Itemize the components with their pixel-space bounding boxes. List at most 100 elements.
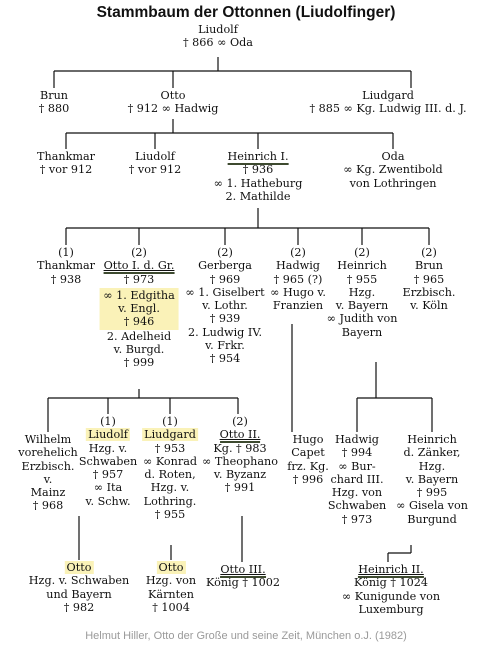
person-dates: † 955: [154, 508, 186, 522]
person-dates: † 968: [32, 499, 64, 513]
ruler-name-wrap: Otto I. d. Gr.: [103, 259, 175, 275]
person-name: Liudolf: [198, 23, 238, 36]
person-dates: † 946: [123, 315, 155, 329]
person-marriage: ∞ Bur-: [338, 459, 376, 473]
person-dates: † 955: [346, 272, 378, 286]
person-name: Gerberga: [198, 259, 252, 273]
person-oda: Oda ∞ Kg. Zwentibold von Lothringen: [343, 150, 442, 190]
person-dates: † 880: [38, 102, 70, 116]
person-dates: † vor 912: [128, 163, 182, 177]
person-dates: König † 1024: [354, 576, 428, 590]
person-marriage: 2. Mathilde: [225, 189, 291, 203]
person-liudolf-schwaben: (1) Liudolf Hzg. v. Schwaben † 957 ∞ Ita…: [79, 415, 137, 508]
source-credit: Helmut Hiller, Otto der Große und seine …: [85, 630, 407, 642]
person-name: Otto I. d. Gr.: [103, 259, 175, 275]
highlight-box: ∞ 1. Edgitha v. Engl. † 946: [99, 287, 179, 330]
person-heinrich-i: Heinrich I. † 936 ∞ 1. Hatheburg 2. Math…: [214, 150, 302, 203]
person-otto-ii: (2) Otto II. Kg. † 983 ∞ Theophano v. By…: [202, 415, 278, 495]
person-marriage: ∞ Hugo v.: [270, 285, 326, 299]
person-name: Oda: [381, 150, 405, 163]
person-title: frz. Kg.: [287, 459, 329, 473]
person-title: v. Köln: [410, 299, 448, 313]
marriage-index: (2): [131, 246, 147, 259]
person-name: Wilhelm: [24, 433, 72, 446]
person-marriage: von Lothringen: [349, 176, 437, 190]
person-dates: † 954: [209, 352, 241, 366]
person-marriage: ∞ Theophano: [202, 454, 278, 468]
person-liudolf-2: Liudolf † vor 912: [129, 150, 181, 177]
marriage-index: (1): [58, 246, 74, 259]
person-brun: Brun † 880: [39, 89, 70, 116]
person-title: Erzbisch.: [21, 459, 75, 473]
person-dates: † 912 ∞ Hadwig: [127, 102, 219, 116]
marriage-index: (2): [421, 246, 437, 259]
person-name: Otto: [156, 561, 186, 574]
person-hadwig-2: Hadwig † 994 ∞ Bur- chard III. Hzg. von …: [328, 433, 386, 526]
person-name: Otto II.: [219, 428, 261, 444]
person-dates: † 973: [341, 512, 373, 526]
person-dates: König † 1002: [206, 576, 280, 590]
person-title: Kärnten: [148, 587, 194, 601]
person-dates: † 994: [341, 446, 373, 460]
ruler-name-wrap: Heinrich II.: [342, 563, 440, 578]
person-name: Brun: [415, 259, 443, 273]
person-title: Mainz: [30, 486, 66, 500]
person-dates: † 999: [123, 356, 155, 370]
person-name: Brun: [40, 89, 68, 102]
person-marriage: ∞ Ita: [93, 481, 123, 495]
person-title: Hzg.: [418, 459, 446, 473]
person-marriage: ∞ 1. Giselbert: [185, 285, 265, 299]
marriage-index: (2): [354, 246, 370, 259]
person-title: v. Bayern: [405, 472, 459, 486]
person-name: Hadwig: [335, 433, 379, 446]
person-dates: † 938: [50, 272, 82, 286]
person-title: Hzg.: [348, 285, 376, 299]
person-otto-i: (2) Otto I. d. Gr. † 973 ∞ 1. Edgitha v.…: [99, 246, 179, 370]
person-marriage: v. Byzanz: [213, 468, 267, 482]
person-dates: Kg. † 983: [213, 441, 267, 455]
person-title: Hzg. v. Schwaben: [28, 574, 130, 588]
person-dates: † 866 ∞ Oda: [183, 36, 253, 50]
marriage-index: (2): [217, 246, 233, 259]
name-wrap: Liudgard: [142, 428, 198, 442]
person-name: Capet: [291, 446, 325, 460]
person-liudgard-2: (1) Liudgard † 953 ∞ Konrad d. Roten, Hz…: [142, 415, 198, 521]
person-otto-schwaben: Otto Hzg. v. Schwaben und Bayern † 982: [29, 561, 129, 614]
person-marriage: 2. Ludwig IV.: [188, 325, 262, 339]
name-wrap: Liudolf: [79, 428, 137, 442]
person-otto: Otto † 912 ∞ Hadwig: [128, 89, 219, 116]
person-marriage: v. Engl.: [118, 302, 160, 316]
person-dates: † 936: [242, 163, 274, 177]
person-thankmar: Thankmar † vor 912: [37, 150, 95, 177]
person-name: Heinrich: [337, 259, 387, 273]
ruler-name-wrap: Otto II.: [202, 428, 278, 444]
person-title: v. Bayern: [335, 299, 389, 313]
person-dates: † vor 912: [39, 163, 93, 177]
person-marriage: Luxemburg: [358, 602, 424, 616]
person-name: Heinrich II.: [358, 563, 424, 578]
person-name: Hadwig: [276, 259, 320, 273]
person-name: Liudgard: [362, 89, 414, 102]
person-title: Hzg. von: [331, 486, 383, 500]
person-heinrich-ii: Heinrich II. König † 1024 ∞ Kunigunde vo…: [342, 563, 440, 616]
person-title: Hzg. von: [145, 574, 197, 588]
ruler-name-wrap: Otto III.: [206, 563, 280, 578]
person-dates: † 953: [154, 441, 186, 455]
person-wilhelm: Wilhelm vorehelich Erzbisch. v. Mainz † …: [18, 433, 77, 513]
person-dates: † 957: [92, 468, 124, 482]
person-dates: † 973: [123, 272, 155, 286]
person-name: Hugo: [292, 433, 324, 446]
person-marriage: Bayern: [341, 325, 383, 339]
person-liudolf: Liudolf † 866 ∞ Oda: [183, 23, 253, 50]
person-name: Liudolf: [135, 150, 175, 163]
person-marriage: v. Burgd.: [113, 343, 165, 357]
person-dates: † 982: [63, 600, 95, 614]
person-otto-kaernten: Otto Hzg. von Kärnten † 1004: [146, 561, 196, 614]
person-name: Heinrich I.: [227, 150, 289, 165]
person-dates: † 1004: [152, 600, 190, 614]
person-title: und Bayern: [46, 587, 112, 601]
person-marriage: ∞ Kg. Zwentibold: [343, 163, 443, 177]
person-epithet: d. Zänker,: [403, 446, 461, 460]
person-name: Liudolf: [86, 428, 130, 442]
marriage-index: (2): [232, 415, 248, 428]
